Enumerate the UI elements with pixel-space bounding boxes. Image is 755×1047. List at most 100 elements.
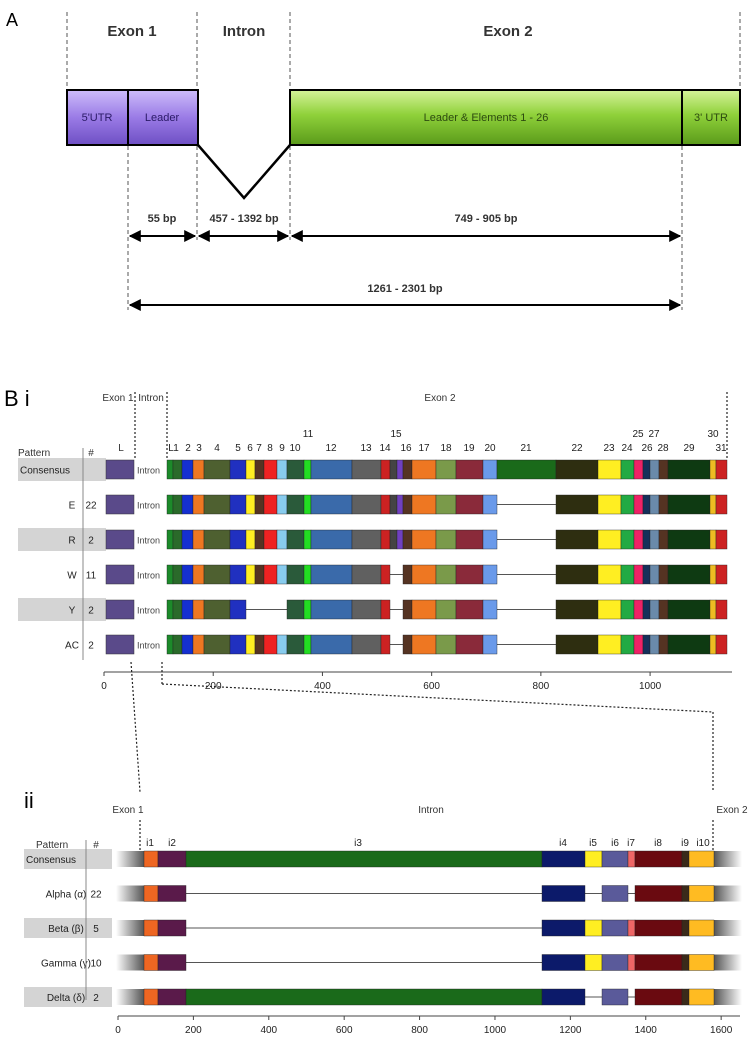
bi-element-block [389,494,398,515]
bi-element-block [172,599,183,620]
bi-element-block [709,564,717,585]
bi-element-block [276,634,288,655]
bi-row-shade [18,598,106,621]
bi-row-count: 22 [85,501,97,512]
bi-element-block [411,634,437,655]
bi-element-block [396,529,404,550]
bi-element-block [380,459,391,480]
bi-element-block [455,494,484,515]
bi-element-block [435,634,457,655]
bi-element-block [181,459,194,480]
bii-element-block [627,919,636,937]
bi-element-block [709,494,717,515]
bi-element-block [411,459,437,480]
bii-element-block [185,988,543,1006]
bi-element-block [411,494,437,515]
bii-exon1-fade [116,851,144,867]
bi-element-block [192,529,205,550]
bi-element-block [482,459,498,480]
bi-element-block [172,564,183,585]
bii-pattern-header: Pattern [36,840,68,851]
bi-element-label: 8 [267,443,273,454]
bi-row-count: 2 [88,536,94,547]
bii-element-block [634,850,683,868]
bi-axis-tick-label: 400 [314,681,331,692]
bi-element-block [715,459,728,480]
bii-row-count: 5 [93,924,99,935]
intron-length: 457 - 1392 bp [209,213,278,225]
bi-element-label: 18 [440,443,452,454]
bi-element-block [709,599,717,620]
bi-element-block [389,529,398,550]
bi-element-block [229,459,247,480]
bi-element-block [402,564,413,585]
bi-element-block [203,529,231,550]
bi-element-block [166,634,174,655]
exon1-box [66,89,199,146]
bi-element-block [229,494,247,515]
bi-element-block [263,634,278,655]
bi-element-block [351,634,382,655]
bi-row-count: 11 [86,571,97,582]
leader-label: Leader [145,112,180,124]
bi-element-block [642,599,651,620]
bi-element-label: 17 [418,443,430,454]
exon2-length: 749 - 905 bp [455,213,518,225]
bi-element-block [254,564,265,585]
bi-axis-tick-label: 800 [533,681,550,692]
panel-a-label: A [6,10,18,30]
bi-element-block [203,564,231,585]
bi-element-label: 28 [657,443,669,454]
bi-element-block [642,459,651,480]
bi-element-label: 23 [603,443,615,454]
bi-element-block [254,459,265,480]
bi-element-block [555,599,599,620]
bii-axis-tick-label: 800 [411,1025,428,1036]
bi-element-label: 15 [390,429,402,440]
bii-element-block [681,850,690,868]
bi-row-count: 2 [88,641,94,652]
bi-element-label: 5 [235,443,241,454]
bi-element-block [229,564,247,585]
bi-element-block [715,634,728,655]
bi-element-block [709,634,717,655]
bii-exon2-fade [714,989,742,1005]
bii-row-count: 22 [90,890,102,901]
bi-axis-tick-label: 0 [101,681,107,692]
bi-element-block [380,529,391,550]
bi-row-pattern: W [67,571,77,582]
bi-element-block [715,599,728,620]
bi-element-block [203,599,231,620]
panel-a-intron-header: Intron [223,23,266,40]
bi-intron-label: Intron [137,536,160,546]
bi-intron-label: Intron [137,606,160,616]
bi-element-block [597,564,622,585]
bii-element-block [143,885,159,902]
bii-element-block [157,885,187,902]
bi-element-block [286,564,305,585]
bi-element-label: 24 [621,443,633,454]
bii-axis-tick-label: 1400 [635,1025,658,1036]
bi-element-block [597,529,622,550]
bii-element-label: i5 [589,838,597,849]
bi-element-block [411,599,437,620]
bii-element-block [143,850,159,868]
bi-element-block [245,494,256,515]
bi-axis-tick-label: 600 [423,681,440,692]
bi-element-label: 20 [484,443,496,454]
bii-intron-header: Intron [418,805,444,816]
bi-element-block [172,494,183,515]
bi-element-block [181,494,194,515]
bii-axis-tick-label: 1600 [710,1025,733,1036]
bi-element-block [310,529,353,550]
bi-element-label: 1 [173,443,179,454]
bi-element-block [303,529,312,550]
bii-element-label: i4 [559,838,567,849]
bi-element-block [658,459,669,480]
bi-element-block [245,459,256,480]
bi-element-block [411,564,437,585]
bi-element-block [263,494,278,515]
bi-count-header: # [88,448,94,459]
bi-element-block [402,459,413,480]
